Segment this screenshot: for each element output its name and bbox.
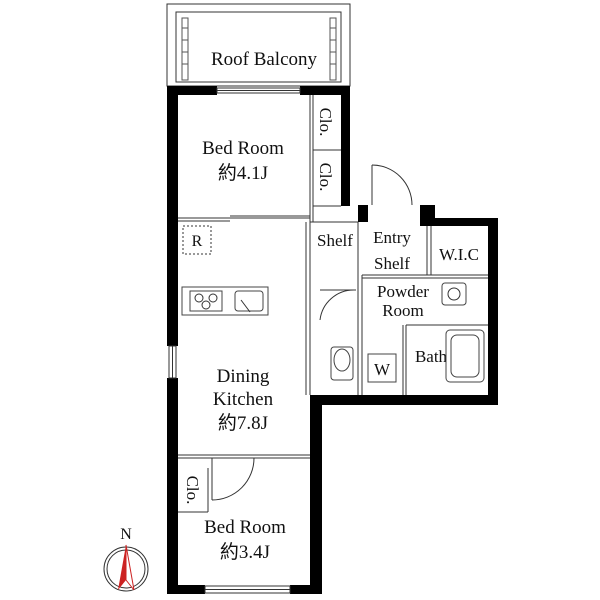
closet-1: Clo. (316, 108, 335, 137)
bed-room-bottom-size: 約3.4J (220, 541, 270, 563)
dining-kitchen: Dining Kitchen 約7.8J (213, 366, 274, 434)
washer-label: W (374, 360, 391, 379)
powder-room: Powder Room (377, 282, 467, 320)
bed-room-top-size: 約4.1J (218, 162, 268, 184)
shelf-label: Shelf (317, 231, 353, 250)
bed-room-top-label: Bed Room (202, 138, 284, 159)
washer: W (367, 353, 397, 383)
powder-room-line1: Powder (377, 282, 429, 301)
walk-in-closet-label: W.I.C (439, 245, 479, 264)
roof-balcony-label: Roof Balcony (211, 49, 318, 70)
bath-label: Bath (415, 347, 448, 366)
closet-2-label: Clo. (316, 163, 335, 192)
toilet (330, 346, 354, 381)
bedroom-door[interactable] (211, 457, 255, 501)
closet-2: Clo. (316, 163, 335, 192)
roof-balcony: Roof Balcony (166, 3, 351, 87)
bed-room-bottom: Bed Room 約3.4J (204, 517, 286, 563)
closet-3-label: Clo. (183, 476, 202, 505)
bath: Bath (415, 329, 485, 383)
windows (168, 87, 301, 594)
powder-room-line2: Room (382, 301, 424, 320)
entry: Entry Shelf (373, 228, 411, 273)
walk-in-closet: W.I.C (439, 245, 479, 264)
closet-1-label: Clo. (316, 108, 335, 137)
kitchen-counter (181, 286, 269, 316)
interior-walls (178, 95, 488, 513)
toilet-door[interactable] (319, 289, 356, 321)
closet-3: Clo. (183, 476, 202, 505)
dining-kitchen-line1: Dining (217, 366, 270, 387)
entry-label: Entry (373, 228, 411, 247)
exterior-walls (167, 86, 498, 594)
compass-arrow-icon (118, 544, 135, 591)
dining-kitchen-line2: Kitchen (213, 389, 274, 410)
refrigerator-label: R (192, 233, 203, 250)
bed-room-top: Bed Room 約4.1J (202, 138, 284, 184)
entry-door[interactable] (371, 164, 413, 206)
shelf: Shelf (317, 231, 353, 250)
bed-room-bottom-label: Bed Room (204, 517, 286, 538)
refrigerator: R (182, 225, 212, 255)
compass-north-label: N (120, 526, 132, 543)
entry-shelf-label: Shelf (374, 254, 410, 273)
compass: N (103, 526, 149, 592)
dining-kitchen-size: 約7.8J (218, 412, 268, 434)
